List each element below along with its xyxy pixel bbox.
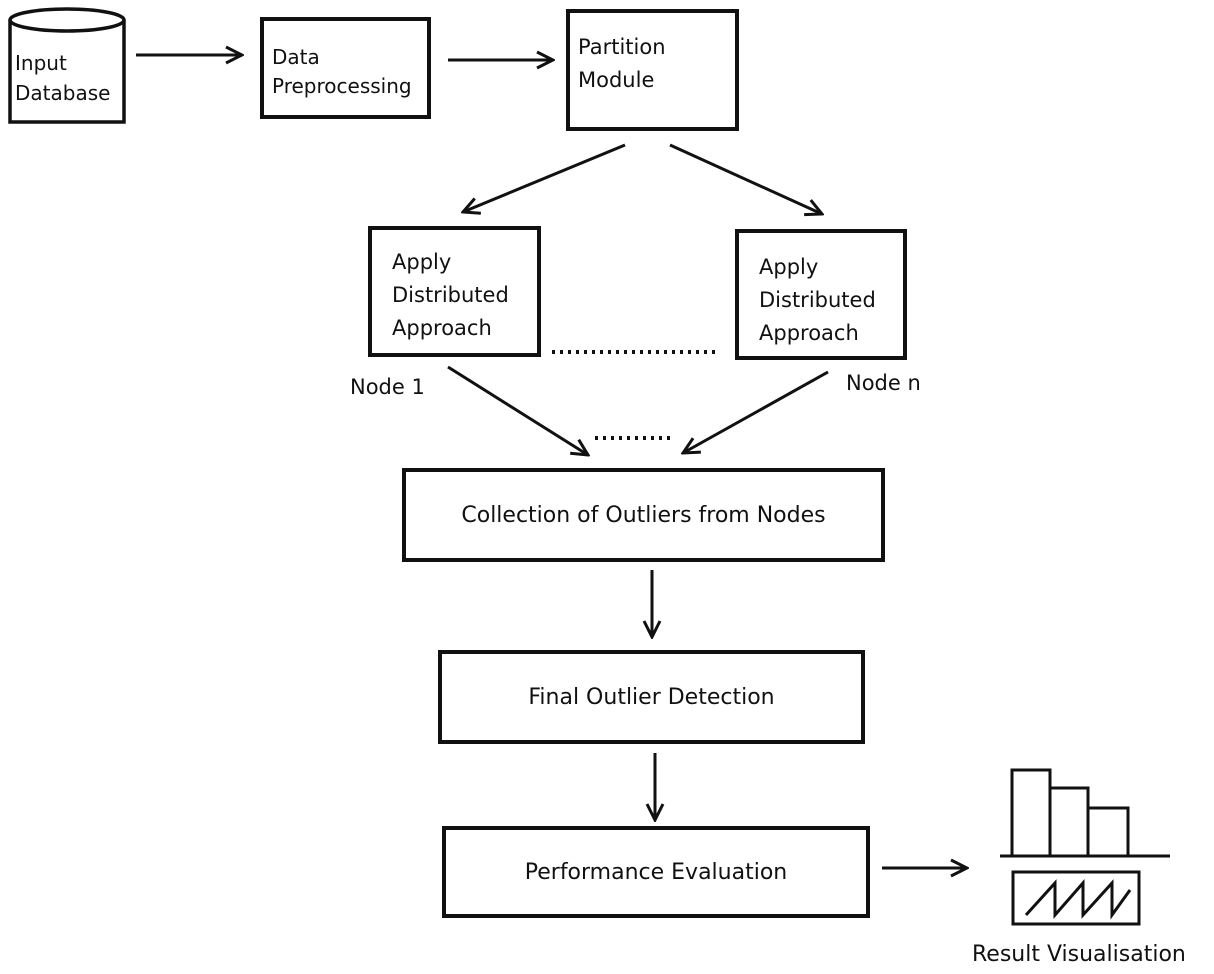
result-visualisation-icon: [1000, 768, 1170, 926]
collection-outliers-label: Collection of Outliers from Nodes: [461, 502, 826, 528]
node-1-line2: Distributed: [392, 283, 509, 307]
arrow-node1-to-collection: [447, 365, 588, 455]
node-1-line3: Approach: [392, 316, 492, 340]
input-database-line2: Database: [15, 81, 111, 105]
performance-evaluation-label: Performance Evaluation: [524, 859, 788, 885]
arrow-partition-to-node1: [463, 143, 626, 212]
node-n-line2: Distributed: [759, 288, 876, 312]
node-n-line3: Approach: [759, 321, 859, 345]
data-preprocessing-line1: Data: [272, 45, 320, 69]
partition-module-box: Partition Module: [566, 9, 739, 131]
node-n-line1: Apply: [759, 255, 819, 279]
data-preprocessing-line2: Preprocessing: [272, 74, 412, 98]
input-database-line1: Input: [15, 51, 67, 75]
performance-evaluation-box: Performance Evaluation: [442, 826, 870, 918]
input-database-label: Input Database: [15, 48, 110, 108]
input-database-cylinder: [8, 7, 126, 124]
partition-module-line2: Module: [578, 68, 655, 92]
final-outlier-detection-label: Final Outlier Detection: [528, 684, 775, 710]
data-preprocessing-box: Data Preprocessing: [260, 17, 431, 119]
node-n-label: Node n: [846, 371, 921, 395]
final-outlier-detection-box: Final Outlier Detection: [438, 650, 865, 744]
node-n-box: Apply Distributed Approach: [735, 229, 907, 360]
arrow-noden-to-collection: [683, 370, 829, 453]
collection-outliers-box: Collection of Outliers from Nodes: [402, 468, 885, 562]
node-1-box: Apply Distributed Approach: [368, 226, 541, 357]
result-visualisation-label: Result Visualisation: [972, 942, 1186, 967]
node-1-label: Node 1: [350, 375, 425, 399]
partition-module-line1: Partition: [578, 35, 666, 59]
arrow-partition-to-noden: [669, 143, 822, 214]
node-1-line1: Apply: [392, 250, 452, 274]
